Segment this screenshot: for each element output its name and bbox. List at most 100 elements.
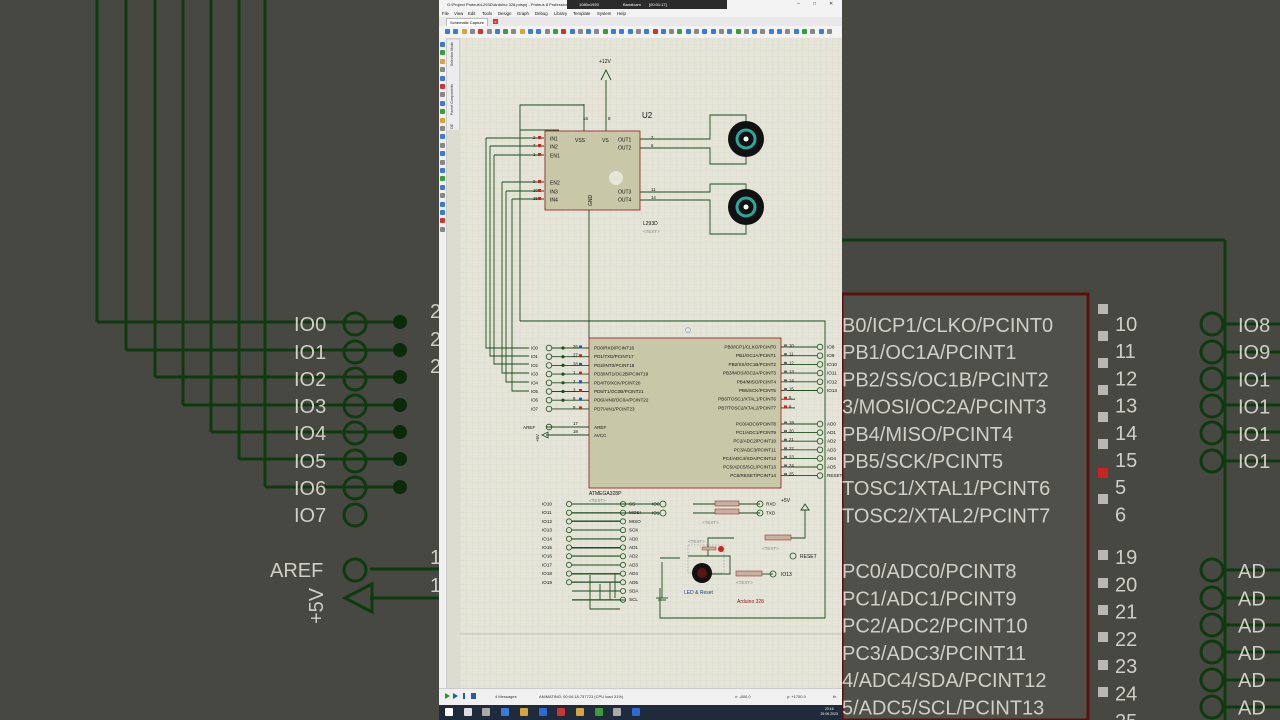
mcu-io-terminal[interactable] <box>816 429 824 436</box>
mcu-io-terminal[interactable] <box>816 463 824 471</box>
menu-design[interactable]: Design <box>498 11 512 16</box>
menu-template[interactable]: Template <box>573 11 591 16</box>
menu-debug[interactable]: Debug <box>535 11 548 16</box>
mcu-io-terminal[interactable] <box>816 369 824 377</box>
app-icon[interactable] <box>557 708 566 716</box>
mcu-io-terminal[interactable] <box>816 446 824 453</box>
palette-tool-icon[interactable] <box>440 50 445 56</box>
toolbar-tool-icon[interactable] <box>528 29 533 34</box>
resistor-txd[interactable] <box>714 508 740 515</box>
palette-tool-icon[interactable] <box>440 134 445 140</box>
toolbar-tool-icon[interactable] <box>644 29 650 34</box>
tab-schematic-capture[interactable]: Schematic Capture <box>446 18 489 26</box>
header-io-terminal[interactable] <box>566 570 573 577</box>
header-io-terminal[interactable] <box>566 509 573 516</box>
header-io-terminal[interactable] <box>566 535 573 542</box>
app-icon[interactable] <box>613 708 622 716</box>
mcu-io-terminal[interactable] <box>816 387 824 394</box>
palette-tool-icon[interactable] <box>440 159 445 165</box>
toolbar-tool-icon[interactable] <box>445 29 450 34</box>
mcu-io-terminal[interactable] <box>816 472 824 479</box>
toolbar-tool-icon[interactable] <box>677 29 683 34</box>
toolbar-tool-icon[interactable] <box>702 29 708 34</box>
toolbar-tool-icon[interactable] <box>453 29 459 34</box>
palette-tool-icon[interactable] <box>440 210 445 215</box>
resistor-pullup[interactable] <box>764 534 792 541</box>
header-net-terminal[interactable] <box>619 500 626 507</box>
search-icon[interactable] <box>463 708 472 716</box>
toolbar-tool-icon[interactable] <box>652 29 658 34</box>
pause-button[interactable] <box>463 693 465 699</box>
minimize-icon[interactable]: – <box>797 1 800 7</box>
menu-system[interactable]: System <box>597 11 612 16</box>
toolbar-tool-icon[interactable] <box>752 29 758 34</box>
toolbar-tool-icon[interactable] <box>635 29 641 34</box>
header-net-terminal[interactable] <box>619 535 626 542</box>
toolbar-tool-icon[interactable] <box>718 29 724 34</box>
header-net-terminal[interactable] <box>619 561 626 568</box>
toolbar-tool-icon[interactable] <box>727 29 733 34</box>
header-io-terminal[interactable] <box>566 561 573 568</box>
palette-tool-icon[interactable] <box>440 218 445 224</box>
palette-tool-icon[interactable] <box>440 168 445 173</box>
palette-tool-icon[interactable] <box>440 184 445 190</box>
side-tab-parent-components[interactable]: Parent Components <box>450 84 454 116</box>
start-icon[interactable] <box>445 708 453 716</box>
toolbar-tool-icon[interactable] <box>685 29 691 34</box>
header-net-terminal[interactable] <box>619 509 626 516</box>
browser-icon[interactable] <box>575 708 584 716</box>
toolbar-tool-icon[interactable] <box>552 29 558 34</box>
stop-button[interactable] <box>471 693 476 699</box>
toolbar-tool-icon[interactable] <box>793 29 799 34</box>
toolbar-tool-icon[interactable] <box>627 29 633 34</box>
palette-tool-icon[interactable] <box>440 176 445 182</box>
side-tab-selection-mode[interactable]: Selection Mode <box>450 42 454 67</box>
aref-terminal[interactable] <box>545 423 553 431</box>
mcu-io-terminal[interactable] <box>545 379 553 386</box>
toolbar-tool-icon[interactable] <box>777 29 782 34</box>
header-io-terminal[interactable] <box>566 579 573 586</box>
schematic-canvas[interactable]: +12V U2 L293D <TEXT> 16 8 VSS VS GND ATM… <box>460 38 842 688</box>
toolbar-tool-icon[interactable] <box>586 29 592 34</box>
toolbar-tool-icon[interactable] <box>826 29 832 34</box>
palette-tool-icon[interactable] <box>440 100 445 106</box>
mcu-atmega328p-body[interactable] <box>588 337 782 489</box>
menu-edit[interactable]: Edit <box>468 11 476 16</box>
header-io-terminal[interactable] <box>566 553 573 560</box>
resistor-led[interactable] <box>735 570 763 577</box>
palette-tool-icon[interactable] <box>440 67 445 73</box>
palette-tool-icon[interactable] <box>440 117 445 123</box>
palette-tool-icon[interactable] <box>440 193 445 199</box>
header-io-terminal[interactable] <box>566 544 573 551</box>
play-button[interactable] <box>445 693 450 699</box>
header-net-terminal[interactable] <box>619 527 626 534</box>
toolbar-tool-icon[interactable] <box>494 29 500 34</box>
toolbar-tool-icon[interactable] <box>511 29 517 34</box>
palette-tool-icon[interactable] <box>440 42 445 47</box>
step-button[interactable] <box>453 693 458 699</box>
header-net-terminal[interactable] <box>619 570 626 577</box>
menu-file[interactable]: File <box>442 11 449 16</box>
toolbar-tool-icon[interactable] <box>619 29 625 34</box>
folder-icon[interactable] <box>519 708 528 716</box>
toolbar-tool-icon[interactable] <box>544 29 550 34</box>
header-net-terminal[interactable] <box>619 596 626 603</box>
mcu-io-terminal[interactable] <box>545 353 553 360</box>
menu-library[interactable]: Library <box>554 11 568 16</box>
side-tab-de[interactable]: DE <box>450 124 454 129</box>
menu-tools[interactable]: Tools <box>482 11 493 16</box>
toolbar-tool-icon[interactable] <box>569 29 575 34</box>
header-net-terminal[interactable] <box>619 588 626 595</box>
toolbar-tool-icon[interactable] <box>735 29 741 34</box>
messages-count[interactable]: 4 Messages <box>495 694 517 699</box>
toolbar-tool-icon[interactable] <box>743 29 749 34</box>
palette-tool-icon[interactable] <box>440 109 445 115</box>
toolbar-tool-icon[interactable] <box>486 29 492 34</box>
tab-close-icon[interactable]: x <box>493 19 498 24</box>
palette-tool-icon[interactable] <box>440 84 445 89</box>
mcu-io-terminal[interactable] <box>816 420 824 428</box>
toolbar-tool-icon[interactable] <box>503 29 509 34</box>
palette-tool-icon[interactable] <box>440 142 445 148</box>
toolbar-tool-icon[interactable] <box>760 29 766 34</box>
toolbar-tool-icon[interactable] <box>785 29 791 34</box>
